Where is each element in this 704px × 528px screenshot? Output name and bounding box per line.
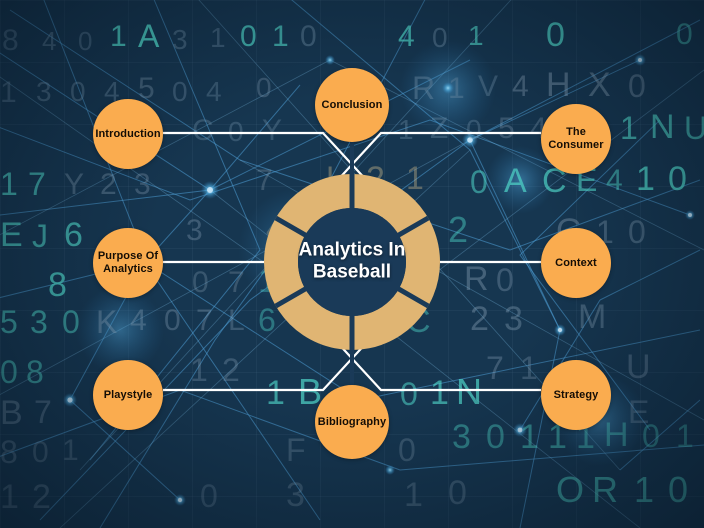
node-introduction[interactable]: Introduction (93, 99, 163, 169)
donut-ring (264, 174, 440, 350)
node-bibliography-label: Bibliography (317, 415, 387, 428)
node-bibliography[interactable]: Bibliography (315, 385, 389, 459)
node-purpose-of-analytics[interactable]: Purpose Of Analytics (93, 228, 163, 298)
node-purpose-of-analytics-label-1: Purpose Of (97, 250, 159, 263)
node-playstyle-label: Playstyle (103, 388, 153, 401)
node-strategy-label: Strategy (553, 388, 599, 401)
node-conclusion-label: Conclusion (321, 98, 383, 111)
donut-hub-cap (298, 208, 406, 316)
node-the-consumer[interactable]: The Consumer (541, 104, 611, 174)
node-purpose-of-analytics-label-2: Analytics (103, 263, 153, 275)
node-strategy[interactable]: Strategy (541, 360, 611, 430)
node-context-label: Context (555, 256, 597, 269)
node-the-consumer-label-2: Consumer (548, 139, 604, 151)
node-the-consumer-label-1: The (566, 126, 586, 139)
node-playstyle[interactable]: Playstyle (93, 360, 163, 430)
node-introduction-label: Introduction (95, 127, 161, 140)
node-conclusion[interactable]: Conclusion (315, 68, 389, 142)
node-context[interactable]: Context (541, 228, 611, 298)
